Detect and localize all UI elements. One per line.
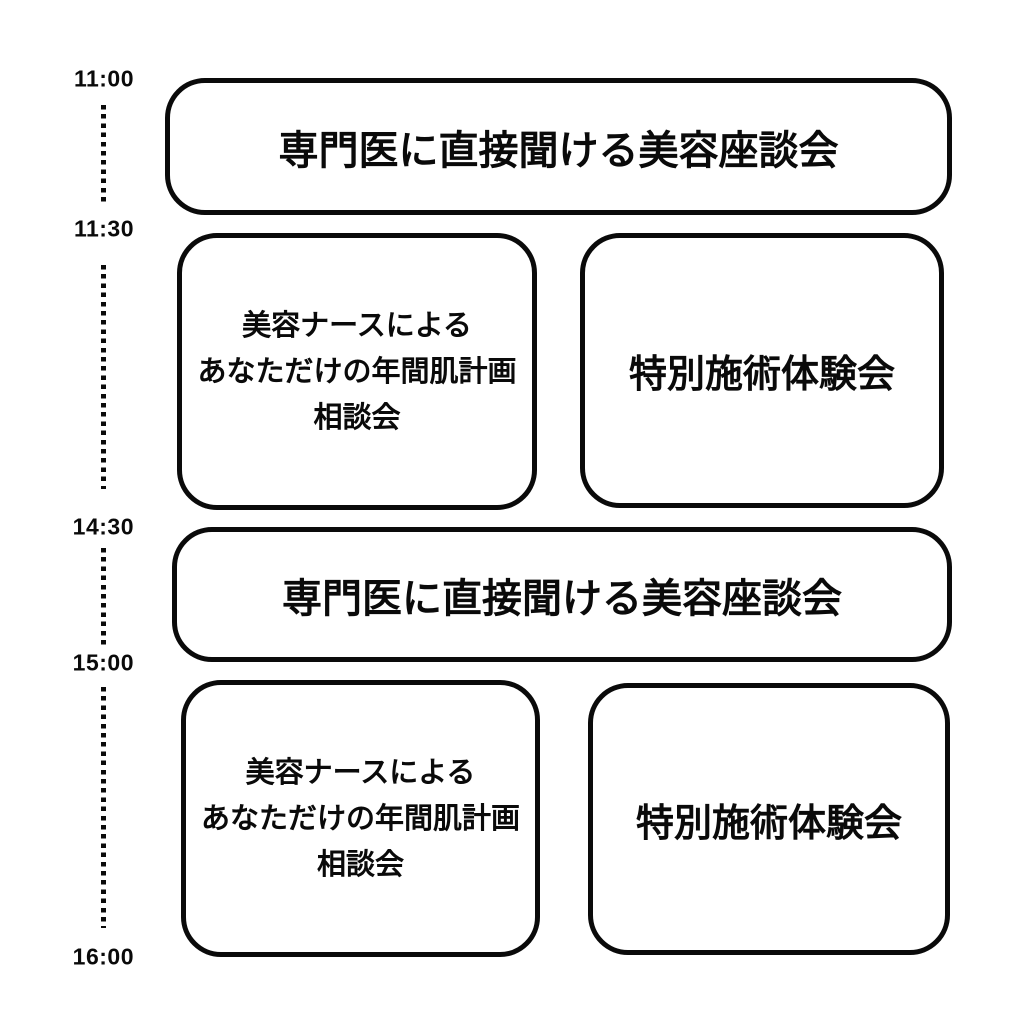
event-box-treatment-trial-afternoon: 特別施術体験会 xyxy=(588,683,950,955)
event-box-roundtable-morning: 専門医に直接聞ける美容座談会 xyxy=(165,78,952,215)
event-title-line-3: 相談会 xyxy=(316,848,404,881)
event-title-line-1: 美容ナースによる xyxy=(245,756,476,789)
time-label-11-30: 11:30 xyxy=(73,215,134,242)
timeline-dotted-line-segment-1 xyxy=(101,105,106,202)
event-title-line-2: あなただけの年間肌計画 xyxy=(200,802,520,835)
event-title-line-3: 相談会 xyxy=(313,401,401,434)
event-title-line-2: あなただけの年間肌計画 xyxy=(197,355,517,388)
timeline-dotted-line-segment-4 xyxy=(101,687,106,928)
event-title-line-1: 美容ナースによる xyxy=(242,309,472,342)
event-box-nurse-consultation-afternoon: 美容ナースによる あなただけの年間肌計画 相談会 xyxy=(181,680,540,957)
time-label-15-00: 15:00 xyxy=(72,649,134,676)
timeline-dotted-line-segment-3 xyxy=(101,548,106,646)
timeline-dotted-line-segment-2 xyxy=(101,265,106,489)
time-label-14-30: 14:30 xyxy=(72,513,134,540)
event-title: 特別施術体験会 xyxy=(635,802,902,845)
time-label-11-00: 11:00 xyxy=(73,65,134,92)
event-title: 特別施術体験会 xyxy=(628,354,895,396)
time-label-16-00: 16:00 xyxy=(72,943,134,970)
event-box-roundtable-afternoon: 専門医に直接聞ける美容座談会 xyxy=(172,527,952,662)
event-title: 専門医に直接聞ける美容座談会 xyxy=(282,576,842,621)
event-title: 専門医に直接聞ける美容座談会 xyxy=(278,128,839,173)
event-box-nurse-consultation-morning: 美容ナースによる あなただけの年間肌計画 相談会 xyxy=(177,233,537,510)
event-box-treatment-trial-morning: 特別施術体験会 xyxy=(580,233,944,508)
